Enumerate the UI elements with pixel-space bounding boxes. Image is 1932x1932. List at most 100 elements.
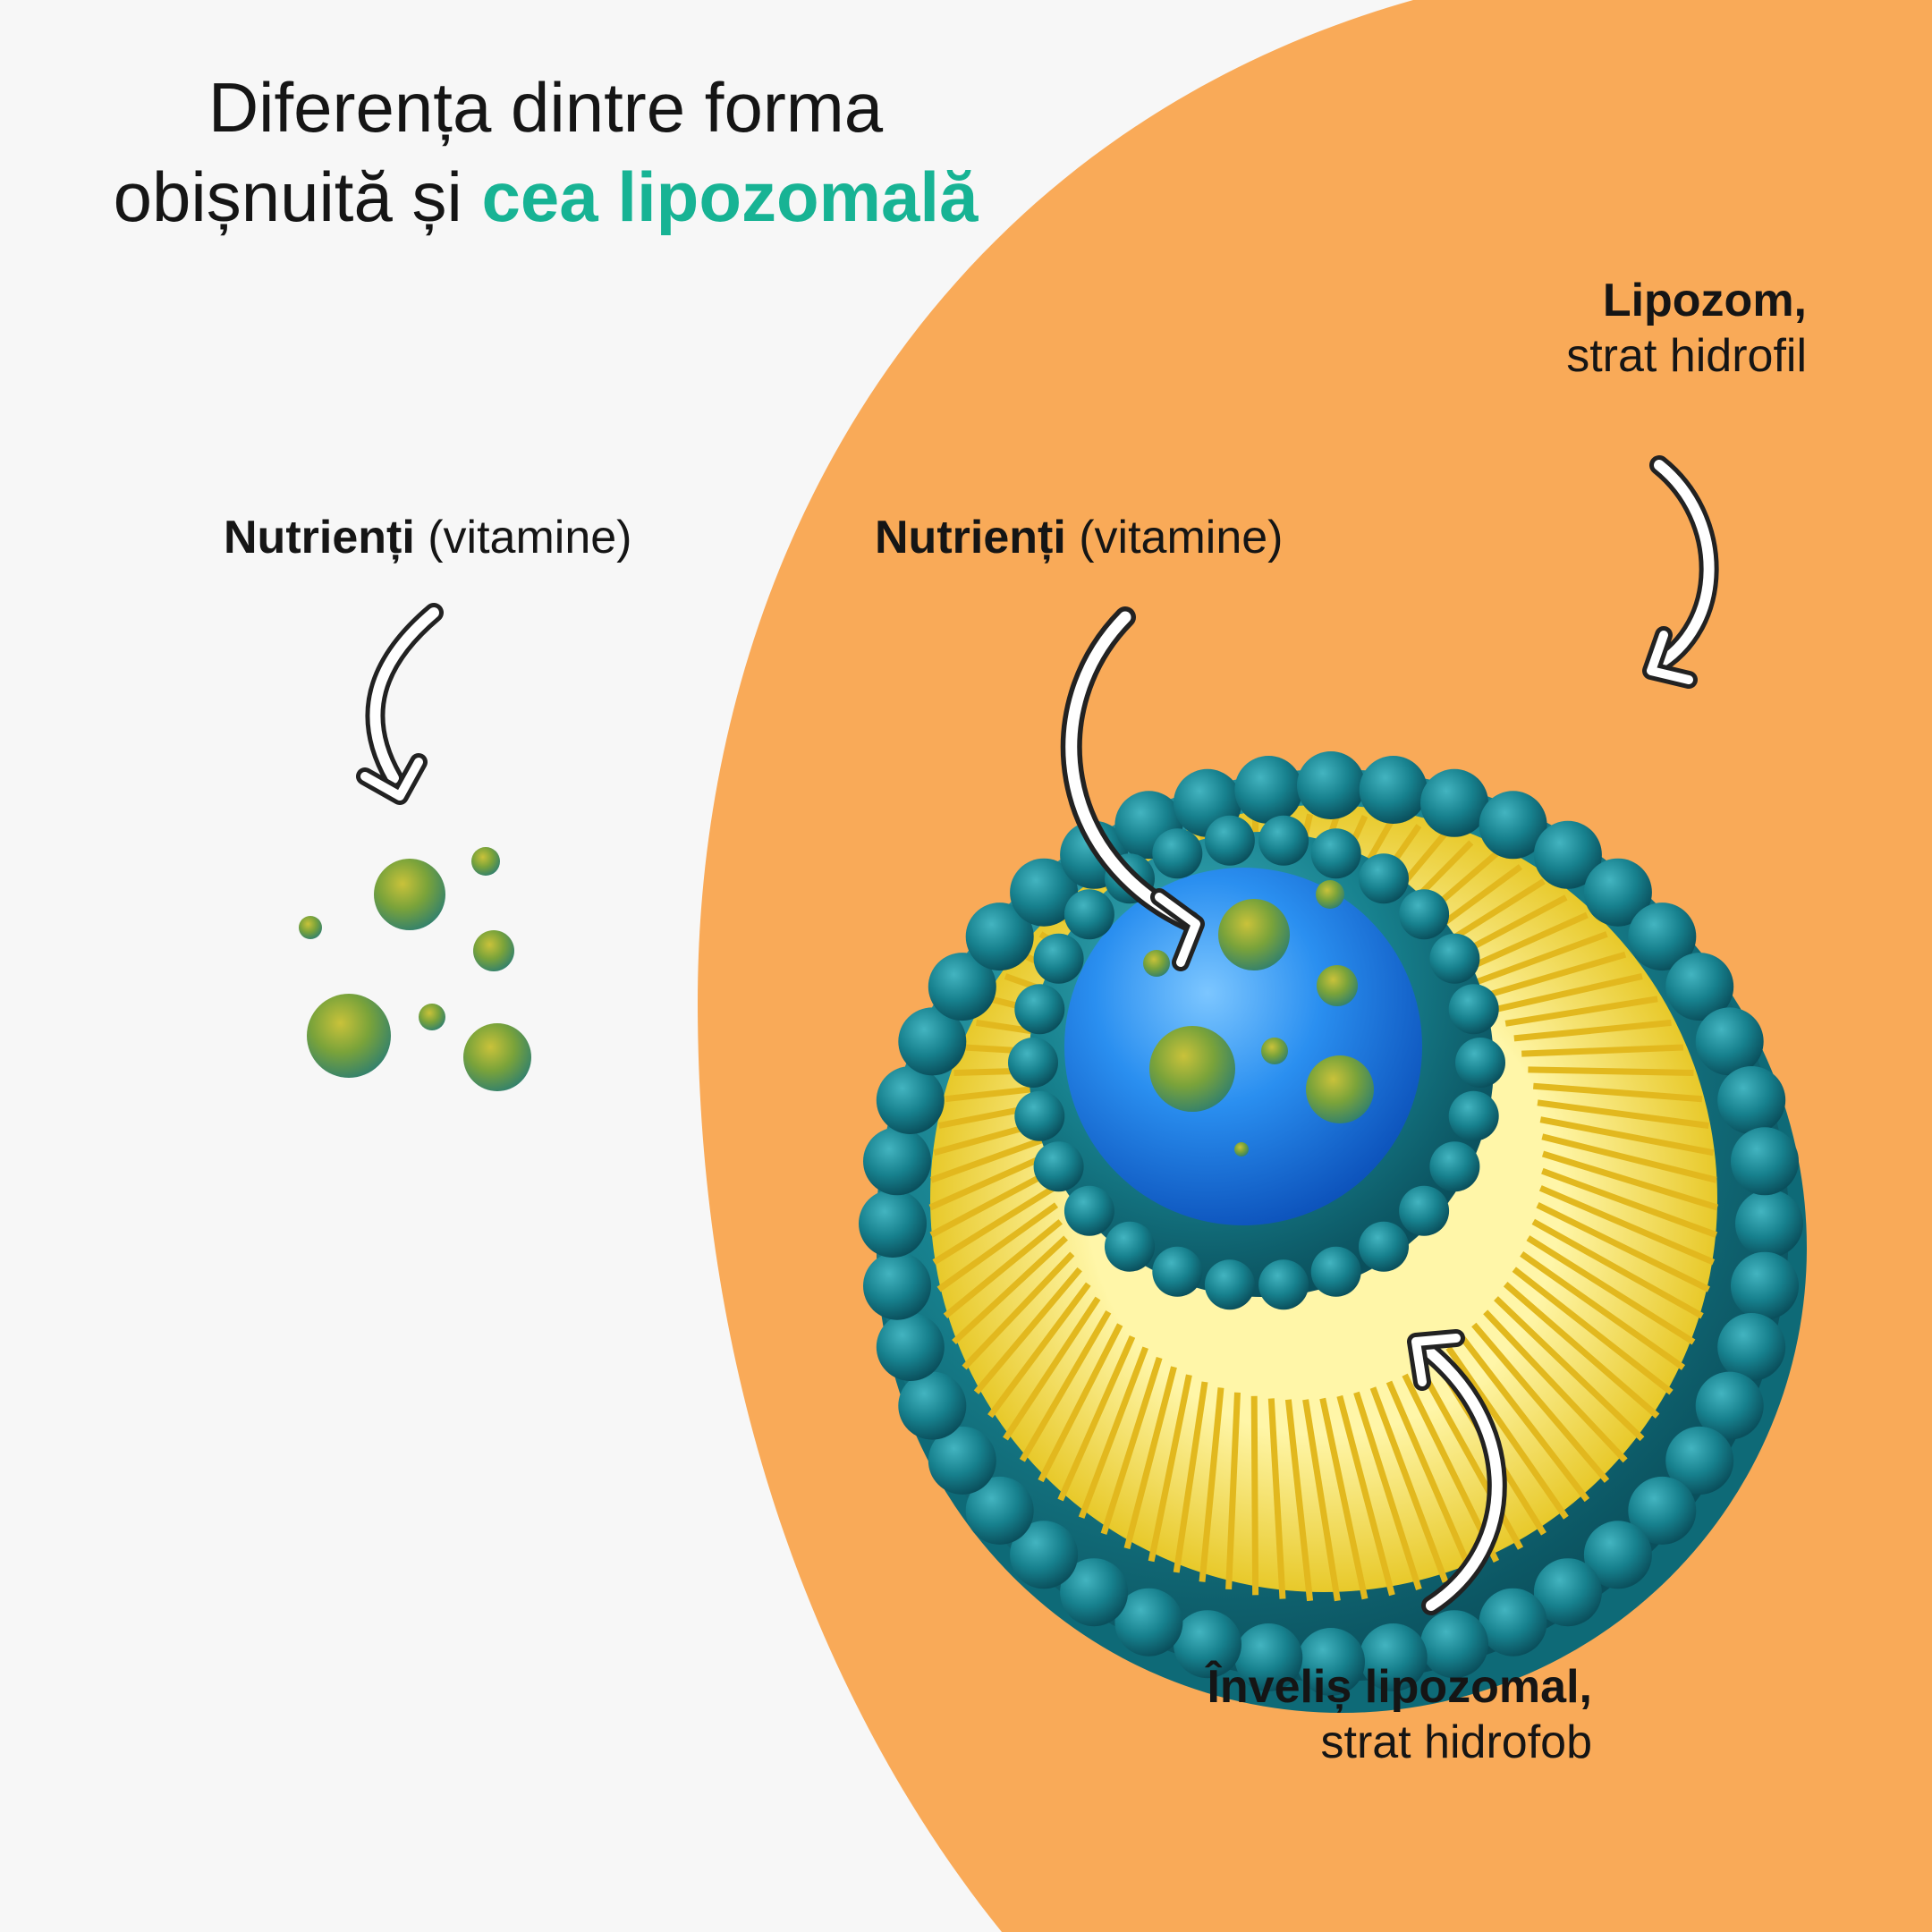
lipid-tail [928, 1150, 1053, 1211]
lipid-tail [1528, 1066, 1694, 1076]
phospholipid-head [876, 1066, 945, 1134]
lipid-tail [943, 1219, 1063, 1319]
lipid-tail [973, 1267, 1082, 1394]
liposome-label-bold: Lipozom, [1602, 275, 1807, 326]
phospholipid-head [1297, 751, 1365, 819]
nutrient-particle [471, 847, 500, 876]
lipid-tail [1484, 951, 1627, 999]
phospholipid-head [1665, 953, 1734, 1021]
phospholipid-head [928, 1426, 996, 1495]
center-nutrients-label: Nutrienți (vitamine) [875, 510, 1283, 565]
phospholipid-head [898, 1371, 967, 1440]
lipid-tail [962, 1251, 1075, 1370]
lipid-tail [1302, 1399, 1341, 1602]
outer-phospholipid-heads [859, 751, 1803, 1696]
phospholipid-head [1014, 984, 1065, 1035]
center-nutrients-label-bold: Nutrienți [875, 512, 1066, 564]
nutrient-particle [299, 916, 322, 939]
encapsulated-nutrient [1261, 1038, 1288, 1064]
phospholipid-head [1448, 1090, 1499, 1141]
left-nutrients-label-normal: (vitamine) [414, 512, 632, 564]
phospholipid-head [1628, 902, 1697, 971]
phospholipid-head [965, 1476, 1034, 1545]
lipid-tail [1495, 972, 1643, 1013]
phospholipid-head [1455, 1038, 1505, 1088]
free-nutrient-particles [299, 847, 531, 1091]
lipid-tail [1513, 1019, 1672, 1042]
phospholipid-head [1359, 756, 1428, 824]
phospholipid-head [1717, 1313, 1786, 1381]
lipid-tail [1445, 1345, 1569, 1520]
encapsulated-nutrient [1218, 899, 1290, 970]
phospholipid-head [1060, 1558, 1129, 1627]
nutrient-particle [307, 994, 391, 1078]
arrow-shell-hydrophobic [1407, 1329, 1507, 1615]
lipid-tail [1148, 1374, 1192, 1563]
phospholipid-head [1731, 1127, 1799, 1196]
phospholipid-head [1204, 1259, 1255, 1310]
lipid-tail [1100, 1356, 1163, 1535]
lipid-tail [1369, 1386, 1449, 1583]
lipid-tail [1531, 1218, 1704, 1319]
center-nutrients-label-normal: (vitamine) [1065, 512, 1284, 564]
phospholipid-head [1008, 1038, 1058, 1088]
lipid-tail [929, 1133, 1053, 1183]
inner-phospholipid-heads [1008, 815, 1505, 1310]
nutrient-particle [473, 930, 514, 971]
phospholipid-head [1583, 858, 1652, 927]
phospholipid-head [1628, 1476, 1697, 1545]
phospholipid-head [1533, 820, 1602, 889]
encapsulated-nutrient [1143, 950, 1170, 977]
encapsulated-nutrient [1149, 1026, 1235, 1112]
phospholipid-head [1258, 815, 1309, 866]
encapsulated-nutrient [1317, 965, 1358, 1006]
lipid-tail [1526, 1235, 1696, 1345]
lipid-tail [1533, 1082, 1703, 1103]
phospholipid-head [1359, 1623, 1428, 1691]
phospholipid-head [1174, 1610, 1241, 1679]
lipid-tail [1541, 1150, 1719, 1211]
phospholipid-head [1479, 791, 1547, 860]
phospholipid-head [1359, 853, 1409, 904]
lipid-tail [1250, 1395, 1259, 1596]
phospholipid-head [1420, 1610, 1488, 1679]
encapsulated-nutrient [1316, 880, 1344, 909]
phospholipid-head [1204, 815, 1255, 866]
phospholipid-head [1399, 1185, 1450, 1236]
phospholipid-head [859, 1190, 927, 1258]
lipid-tail [1471, 1322, 1610, 1483]
phospholipid-head [863, 1127, 931, 1196]
liposome-label-normal: strat hidrofil [1566, 330, 1807, 382]
phospholipid-head [1063, 1185, 1114, 1236]
phospholipid-head [1014, 1090, 1065, 1141]
phospholipid-head [1310, 1246, 1361, 1297]
lipid-tail [1123, 1366, 1177, 1549]
phospholipid-head [1359, 1221, 1409, 1272]
phospholipid-head [1429, 1141, 1480, 1192]
left-nutrients-label: Nutrienți (vitamine) [224, 510, 631, 565]
phospholipid-head [1105, 1221, 1155, 1272]
phospholipid-head [1063, 889, 1114, 940]
lipid-tail [1538, 1185, 1716, 1266]
phospholipid-head [1399, 889, 1450, 940]
phospholipid-head [1033, 1141, 1084, 1192]
liposome-label: Lipozom, strat hidrofil [1566, 273, 1807, 384]
lipid-tail [1541, 1133, 1717, 1183]
phospholipid-head [1010, 1521, 1079, 1589]
lipid-tail [987, 1282, 1091, 1419]
phospholipid-head [1695, 1371, 1764, 1440]
lipid-tail [1494, 1296, 1645, 1442]
liposome-illustration [859, 751, 1807, 1713]
left-nutrients-label-bold: Nutrienți [224, 512, 415, 564]
phospholipid-head [863, 1251, 931, 1320]
lipid-tail [1459, 1335, 1590, 1503]
lipid-tail [1512, 1267, 1674, 1395]
phospholipid-head [1420, 768, 1488, 837]
phospholipid-head [1310, 828, 1361, 879]
page-title: Diferența dintre forma obișnuită și cea … [18, 63, 1073, 242]
phospholipid-head [1114, 1588, 1183, 1657]
phospholipid-head [1152, 828, 1203, 879]
phospholipid-head [1583, 1521, 1652, 1589]
lipid-tail [1417, 1365, 1524, 1550]
